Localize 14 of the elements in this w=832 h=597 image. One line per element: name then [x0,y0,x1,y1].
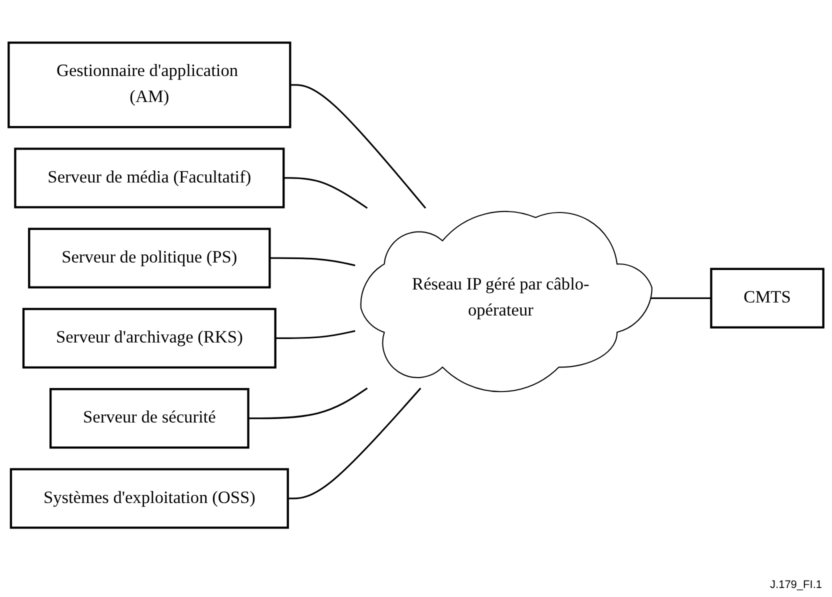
connector [248,387,368,419]
connector [275,330,356,339]
connector [288,388,422,500]
node-box: Gestionnaire d'application (AM) [8,41,292,128]
node-box: Serveur d'archivage (RKS) [22,308,276,368]
node-box: Serveur de sécurité [49,388,250,448]
node-box: CMTS [710,268,824,328]
figure-number: J.179_FI.1 [770,579,822,591]
connector [290,84,426,208]
node-box: Systèmes d'exploitation (OSS) [10,468,289,529]
connector [284,177,368,209]
node-box: Serveur de média (Facultatif) [14,148,285,208]
node-box: Serveur de politique (PS) [28,228,271,288]
connector [270,257,356,266]
